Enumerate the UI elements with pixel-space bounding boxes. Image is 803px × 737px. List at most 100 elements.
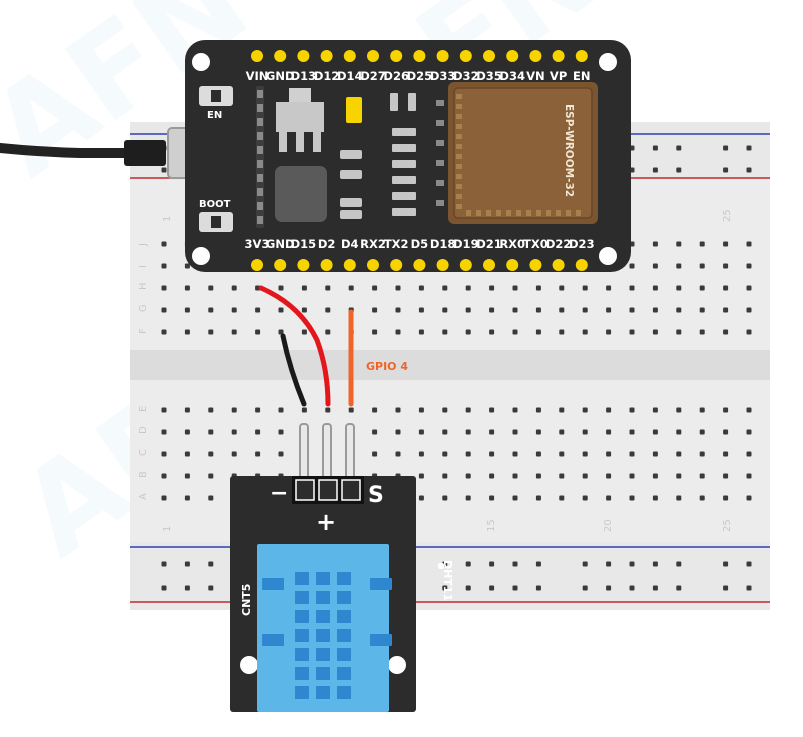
pin-label-top: EN: [573, 69, 590, 83]
breadboard-hole: [629, 473, 635, 479]
breadboard-hole: [535, 329, 541, 335]
breadboard-hole: [208, 495, 214, 501]
breadboard-hole: [676, 451, 682, 457]
yellow-capacitor: [346, 97, 362, 123]
breadboard-hole: [676, 285, 682, 291]
breadboard-hole: [161, 285, 167, 291]
breadboard-hole: [465, 307, 471, 313]
breadboard-hole: [348, 285, 354, 291]
module-castellation: [466, 210, 471, 216]
breadboard-hole: [652, 429, 658, 435]
breadboard-hole: [606, 285, 612, 291]
row-letter-i: I: [138, 265, 149, 268]
voltage-regulator: [276, 88, 324, 152]
sensor-pin-signal-label: S: [368, 483, 384, 508]
breadboard-hole: [161, 307, 167, 313]
usb-uart-chip: [275, 166, 327, 222]
column-number-1-top: 1: [162, 216, 173, 222]
breadboard-hole: [231, 451, 237, 457]
rail-hole: [535, 585, 541, 591]
breadboard-hole: [208, 429, 214, 435]
breadboard-hole: [278, 307, 284, 313]
breadboard-hole: [559, 473, 565, 479]
breadboard-hole: [559, 329, 565, 335]
pin-d21-bottom: [483, 259, 495, 271]
breadboard-hole: [489, 285, 495, 291]
breadboard-hole: [535, 495, 541, 501]
pin-3v3-bottom: [251, 259, 263, 271]
rail-hole: [208, 585, 214, 591]
mount-hole-bl: [192, 247, 210, 265]
pin-d23-bottom: [575, 259, 588, 271]
module-castellation: [456, 204, 462, 209]
breadboard-hole: [746, 451, 752, 457]
breadboard-hole: [325, 307, 331, 313]
breadboard-hole: [208, 473, 214, 479]
breadboard-hole: [231, 407, 237, 413]
module-castellation: [506, 210, 511, 216]
breadboard-hole: [208, 329, 214, 335]
breadboard-hole: [559, 285, 565, 291]
breadboard-hole: [255, 307, 261, 313]
module-castellation: [456, 194, 462, 199]
pin-label-top: D13: [291, 69, 317, 83]
rail-hole: [184, 561, 190, 567]
usb-plug: [124, 140, 166, 166]
column-number-20-bottom: 20: [603, 519, 614, 532]
dht11-vent: [316, 629, 330, 642]
breadboard-hole: [676, 307, 682, 313]
pin-d35-top: [483, 50, 495, 62]
dht11-vent: [295, 648, 309, 661]
breadboard-hole: [582, 407, 588, 413]
boot-button-cap[interactable]: [211, 216, 221, 228]
module-castellation: [536, 210, 541, 216]
breadboard-hole: [301, 329, 307, 335]
module-castellation: [516, 210, 521, 216]
breadboard-hole: [512, 429, 518, 435]
dht11-side-vent: [370, 634, 392, 646]
breadboard-hole: [161, 241, 167, 247]
rail-hole: [582, 585, 588, 591]
breadboard-hole: [395, 407, 401, 413]
breadboard-hole: [512, 285, 518, 291]
pin-label-bottom: D18: [430, 237, 456, 251]
breadboard-hole: [676, 473, 682, 479]
module-castellation: [456, 184, 462, 189]
row-letter-g: G: [138, 304, 149, 312]
module-castellation: [456, 134, 462, 139]
breadboard-hole: [184, 473, 190, 479]
breadboard-hole: [184, 307, 190, 313]
breadboard-hole: [184, 451, 190, 457]
breadboard-hole: [559, 495, 565, 501]
breadboard-hole: [652, 495, 658, 501]
breadboard-hole: [699, 307, 705, 313]
rail-hole: [489, 561, 495, 567]
breadboard-hole: [301, 407, 307, 413]
pin-d12-top: [320, 50, 333, 62]
breadboard-hole: [582, 307, 588, 313]
pin-label-bottom: D19: [453, 237, 479, 251]
breadboard-hole: [395, 451, 401, 457]
rail-hole: [489, 585, 495, 591]
sensor-mount-hole-right: [388, 656, 406, 674]
breadboard-hole: [418, 329, 424, 335]
pin-label-top: D32: [453, 69, 479, 83]
pad-strip: [256, 86, 264, 228]
en-button-cap[interactable]: [211, 90, 221, 102]
rail-hole: [746, 585, 752, 591]
breadboard-hole: [325, 329, 331, 335]
breadboard-hole: [395, 429, 401, 435]
breadboard-hole: [418, 307, 424, 313]
rail-hole: [723, 585, 729, 591]
breadboard-hole: [278, 407, 284, 413]
module-castellation: [456, 114, 462, 119]
dht11-vent: [337, 648, 351, 661]
breadboard-hole: [629, 307, 635, 313]
rail-hole: [676, 145, 682, 151]
module-castellation: [456, 104, 462, 109]
pin-d25-top: [413, 50, 426, 62]
module-castellation: [476, 210, 481, 216]
breadboard-hole: [372, 307, 378, 313]
pin-label-bottom: D22: [546, 237, 572, 251]
